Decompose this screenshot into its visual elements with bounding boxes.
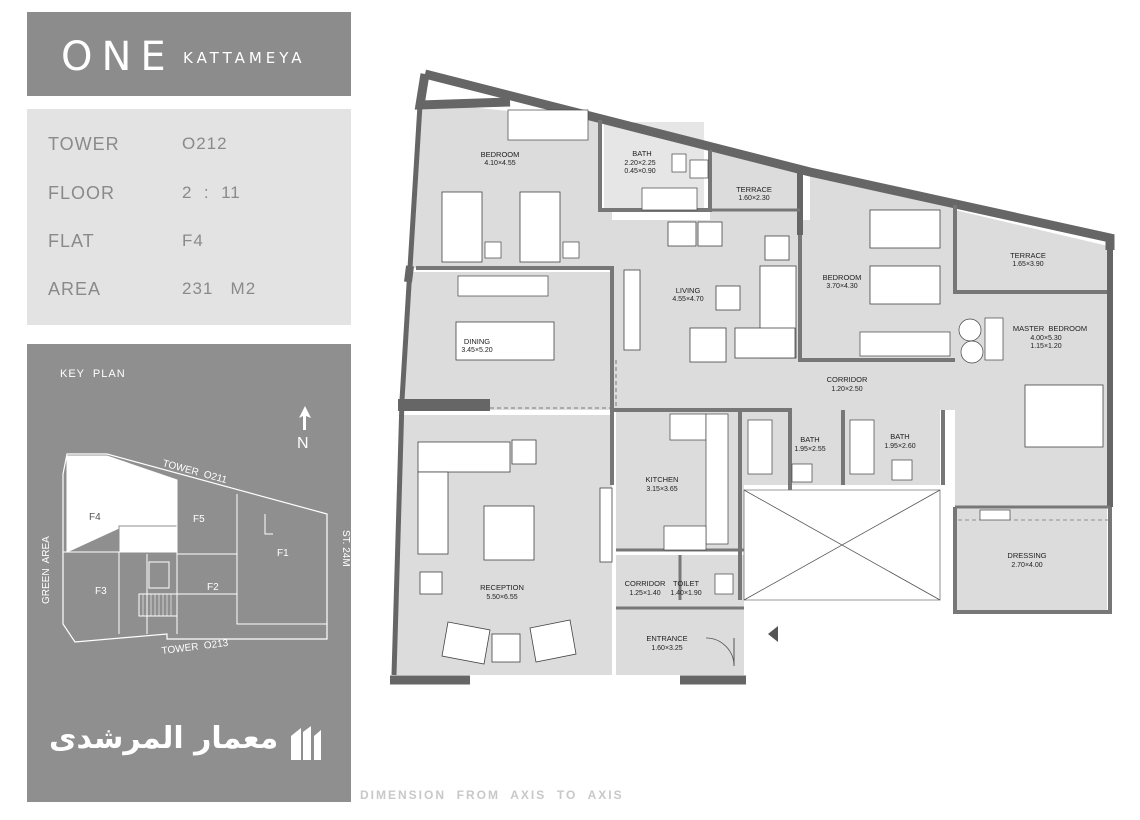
room-dim: 1.20×2.50 [831, 386, 862, 393]
developer-logo-text: معمار المرشدى [49, 721, 279, 756]
room-dim: 1.95×2.55 [794, 446, 825, 453]
key-flat-label: F3 [95, 586, 107, 597]
room-name-master-bedroom: MASTER BEDROOM [1013, 324, 1087, 333]
room-dim: 5.50×6.55 [486, 594, 517, 601]
room-dim: 1.25×1.40 [629, 590, 660, 597]
room-dim: 1.60×2.30 [738, 195, 769, 202]
info-label: AREA [48, 279, 102, 299]
key-tower-bottom: TOWER O213 [161, 638, 229, 657]
room-dim: 4.55×4.70 [672, 296, 703, 303]
key-plan-diagram: F4 F5 F1 F3 F2 TOWER O211 TOWER O213 ST.… [41, 453, 351, 657]
room-name-toilet: TOILET [673, 579, 700, 588]
room-name-bedroom: BEDROOM [823, 273, 862, 282]
developer-logo-icon [291, 726, 321, 760]
room-dim: 4.00×5.30 [1030, 335, 1061, 342]
north-arrow-icon: N [297, 406, 311, 452]
room-name-dressing: DRESSING [1007, 551, 1046, 560]
room-dim: 1.65×3.90 [1012, 261, 1043, 268]
key-green-label: GREEN AREA [41, 536, 52, 604]
room-name-terrace: TERRACE [736, 185, 772, 194]
room-dim: 3.70×4.30 [826, 283, 857, 290]
key-plan-title: KEY PLAN [60, 368, 126, 380]
room-dim: 3.45×5.20 [461, 347, 492, 354]
key-flat-label: F1 [277, 548, 289, 559]
key-flat-label: F4 [89, 512, 101, 523]
room-name-kitchen: KITCHEN [646, 475, 679, 484]
key-street-label: ST. 24M [340, 530, 351, 567]
room-dim: 2.20×2.25 [624, 160, 655, 167]
room-name-reception: RECEPTION [480, 583, 524, 592]
room-dim: 1.40×1.90 [670, 590, 701, 597]
room-name-corridor: CORRIDOR [625, 579, 666, 588]
floor-plan-drawing: BEDROOM 4.10×4.55 BATH 2.20×2.25 0.45×0.… [390, 69, 1115, 685]
dimension-footnote: DIMENSION FROM AXIS TO AXIS [360, 788, 624, 802]
room-name-bath: BATH [632, 149, 651, 158]
room-name-bath: BATH [890, 432, 909, 441]
info-row-area: AREA 231 M2 [48, 279, 338, 309]
room-name-corridor: CORRIDOR [827, 375, 868, 384]
brand-panel: ONE KATTAMEYA [27, 12, 351, 96]
key-flat-label: F5 [193, 514, 205, 525]
room-dim: 1.95×2.60 [884, 443, 915, 450]
room-name-dining: DINING [464, 337, 490, 346]
info-value: O212 [182, 134, 228, 153]
unit-info-panel: TOWER O212 FLOOR 2 : 11 FLAT F4 AREA 231… [27, 109, 351, 325]
room-dim: 3.15×3.65 [646, 486, 677, 493]
room-dim: 2.70×4.00 [1011, 562, 1042, 569]
floor-plan: BEDROOM 4.10×4.55 BATH 2.20×2.25 0.45×0.… [390, 69, 1115, 685]
room-dim: 0.45×0.90 [624, 168, 655, 175]
key-plan-panel: KEY PLAN N F4 F5 F1 F3 F2 TOWER O211 TOW… [27, 344, 351, 802]
brand-name: ONE [61, 34, 175, 80]
info-value: F4 [182, 231, 204, 250]
room-name-bath: BATH [800, 435, 819, 444]
room-dim: 1.60×3.25 [651, 645, 682, 652]
room-dim: 1.15×1.20 [1030, 343, 1061, 350]
info-row-floor: FLOOR 2 : 11 [48, 183, 338, 213]
north-indicator: N [295, 404, 315, 455]
room-name-entrance: ENTRANCE [646, 634, 687, 643]
info-row-flat: FLAT F4 [48, 231, 338, 261]
north-label: N [297, 435, 309, 450]
info-row-tower: TOWER O212 [48, 134, 338, 164]
info-value: 2 : 11 [182, 183, 241, 202]
info-label: FLOOR [48, 183, 116, 203]
room-dim: 4.10×4.55 [484, 160, 515, 167]
info-label: TOWER [48, 134, 120, 154]
room-name-bedroom: BEDROOM [481, 150, 520, 159]
room-name-living: LIVING [676, 286, 701, 295]
room-name-terrace: TERRACE [1010, 251, 1046, 260]
info-value: 231 M2 [182, 279, 257, 298]
info-label: FLAT [48, 231, 95, 251]
brand-subname: KATTAMEYA [183, 49, 306, 67]
key-flat-label: F2 [207, 582, 219, 593]
